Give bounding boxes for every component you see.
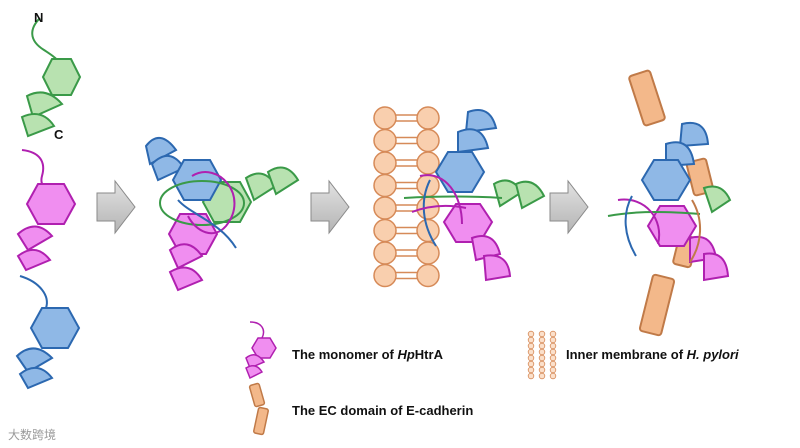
legend-monomer-suffix: HtrA [414,347,443,362]
membrane-legend-icon [527,330,557,380]
legend-cadherin-label: The EC domain of E-cadherin [292,403,474,418]
monomer-blue [15,275,81,390]
arrow-2 [310,179,350,235]
watermark: 大数跨境 [8,428,57,442]
lipid-head [373,173,397,198]
legend-membrane-label: Inner membrane of H. pylori [566,347,739,362]
lipid-head [527,354,535,362]
lipid-head [549,336,557,344]
arrow-3 [549,179,589,235]
monomer-legend-icon [245,321,277,380]
lipid-head [549,348,557,356]
lipid-head [538,372,546,380]
legend-monomer-label: The monomer of HpHtrA [292,347,443,362]
lipid-head [373,263,397,288]
e-cadherin-complex [607,69,732,337]
lipid-head [549,354,557,362]
lipid-head [549,372,557,380]
lipid-bilayer [373,106,440,288]
lipid-head [527,366,535,374]
lipid-head [549,330,557,338]
legend-monomer-prefix: The monomer of [292,347,398,362]
lipid-head [416,128,440,153]
membrane-bound-trimer [403,109,546,282]
lipid-head [416,263,440,288]
arrow-1 [96,179,136,235]
lipid-head [549,342,557,350]
lipid-head [373,151,397,175]
legend-membrane-italic: H. pylori [686,347,739,362]
n-terminus-label: N [34,10,44,25]
cadherin-legend-icon [248,382,269,436]
lipid-head [527,360,535,368]
c-terminus-label: C [54,127,64,142]
monomer-magenta [16,149,77,272]
lipid-head [416,106,440,130]
lipid-head [373,106,397,130]
lipid-head [538,360,546,368]
lipid-head [527,372,535,380]
lipid-head [549,360,557,368]
lipid-head [373,218,397,243]
lipid-head [373,241,397,265]
lipid-head [527,330,535,338]
lipid-head [538,330,546,338]
monomer-green [20,17,82,138]
lipid-head [527,342,535,350]
lipid-head [538,354,546,362]
lipid-head [538,366,546,374]
lipid-head [538,348,546,356]
lipid-head [527,348,535,356]
lipid-head [527,336,535,344]
lipid-head [549,366,557,374]
lipid-head [373,128,397,153]
lipid-head [538,336,546,344]
lipid-head [538,342,546,350]
legend-monomer-italic: Hp [397,347,415,362]
lipid-head [373,196,397,220]
legend-membrane-prefix: Inner membrane of [566,347,687,362]
trimer [144,137,300,292]
